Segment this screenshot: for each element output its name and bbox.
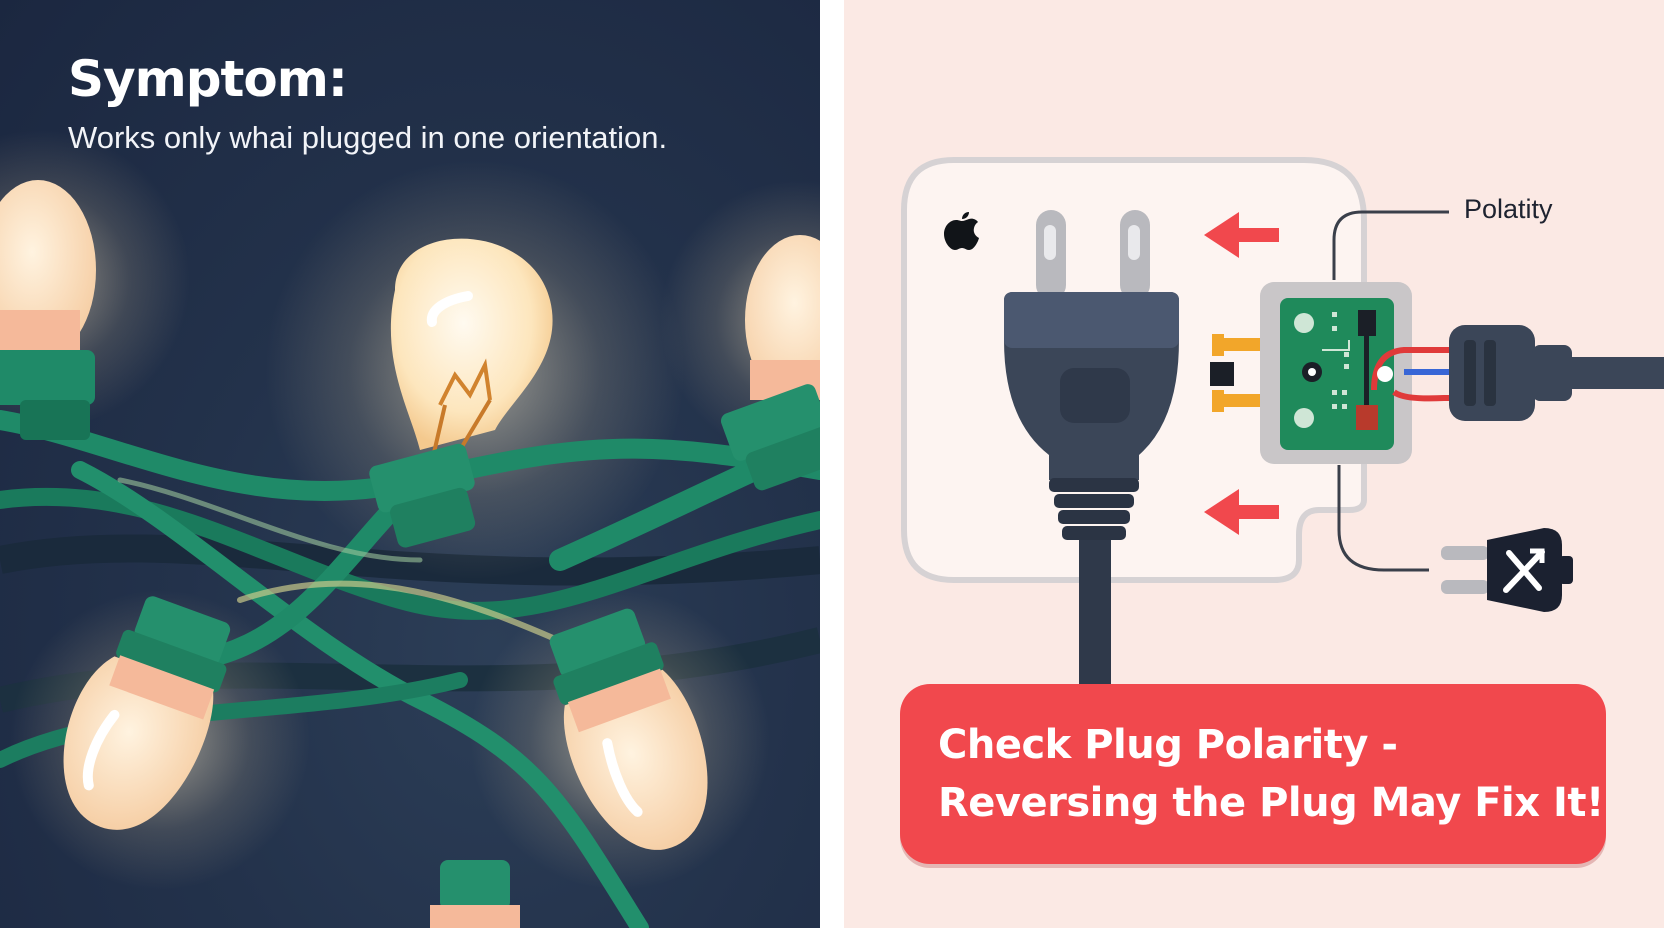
plug-prongs xyxy=(1036,210,1150,300)
polarity-label: Polatity xyxy=(1464,194,1553,224)
polarity-leader-line xyxy=(1332,210,1449,280)
bulb-bottom-left xyxy=(63,596,231,830)
callout-line-1: Check Plug Polarity - xyxy=(938,722,1398,768)
leader-line xyxy=(1337,465,1429,572)
arrow-left-icon xyxy=(1204,212,1279,258)
green-wire xyxy=(71,461,649,928)
plug-polarity-diagram xyxy=(901,157,1664,685)
blocked-plug-icon xyxy=(1441,528,1573,612)
connector-wires xyxy=(1371,347,1454,402)
symptom-title: Symptom: xyxy=(68,50,348,108)
arrow-left-icon xyxy=(1204,489,1279,535)
panel-divider xyxy=(820,0,844,928)
callout-line-2: Reversing the Plug May Fix It! xyxy=(938,780,1604,826)
wire-highlight xyxy=(237,580,583,653)
plug-body xyxy=(1004,292,1179,685)
green-wire xyxy=(0,672,468,768)
solution-panel: Polatity Check Plug Polarity - Reversing… xyxy=(844,0,1664,928)
apple-logo-icon xyxy=(944,212,979,250)
bulb-partial-topleft xyxy=(0,180,96,440)
bulb-bottom-socket xyxy=(430,860,520,928)
string-lights-illustration xyxy=(0,130,820,928)
bulb-bottom-right xyxy=(549,608,708,850)
connector-plug xyxy=(1449,325,1664,421)
wire-highlight xyxy=(117,477,423,563)
symptom-panel: Symptom: Works only whai plugged in one … xyxy=(0,0,820,928)
symptom-description: Works only whai plugged in one orientati… xyxy=(68,120,668,155)
circuit-board xyxy=(1260,282,1412,464)
lit-bulb xyxy=(369,238,553,548)
bulb-partial-right xyxy=(720,235,820,491)
callout-box: Check Plug Polarity - Reversing the Plug… xyxy=(900,684,1606,864)
